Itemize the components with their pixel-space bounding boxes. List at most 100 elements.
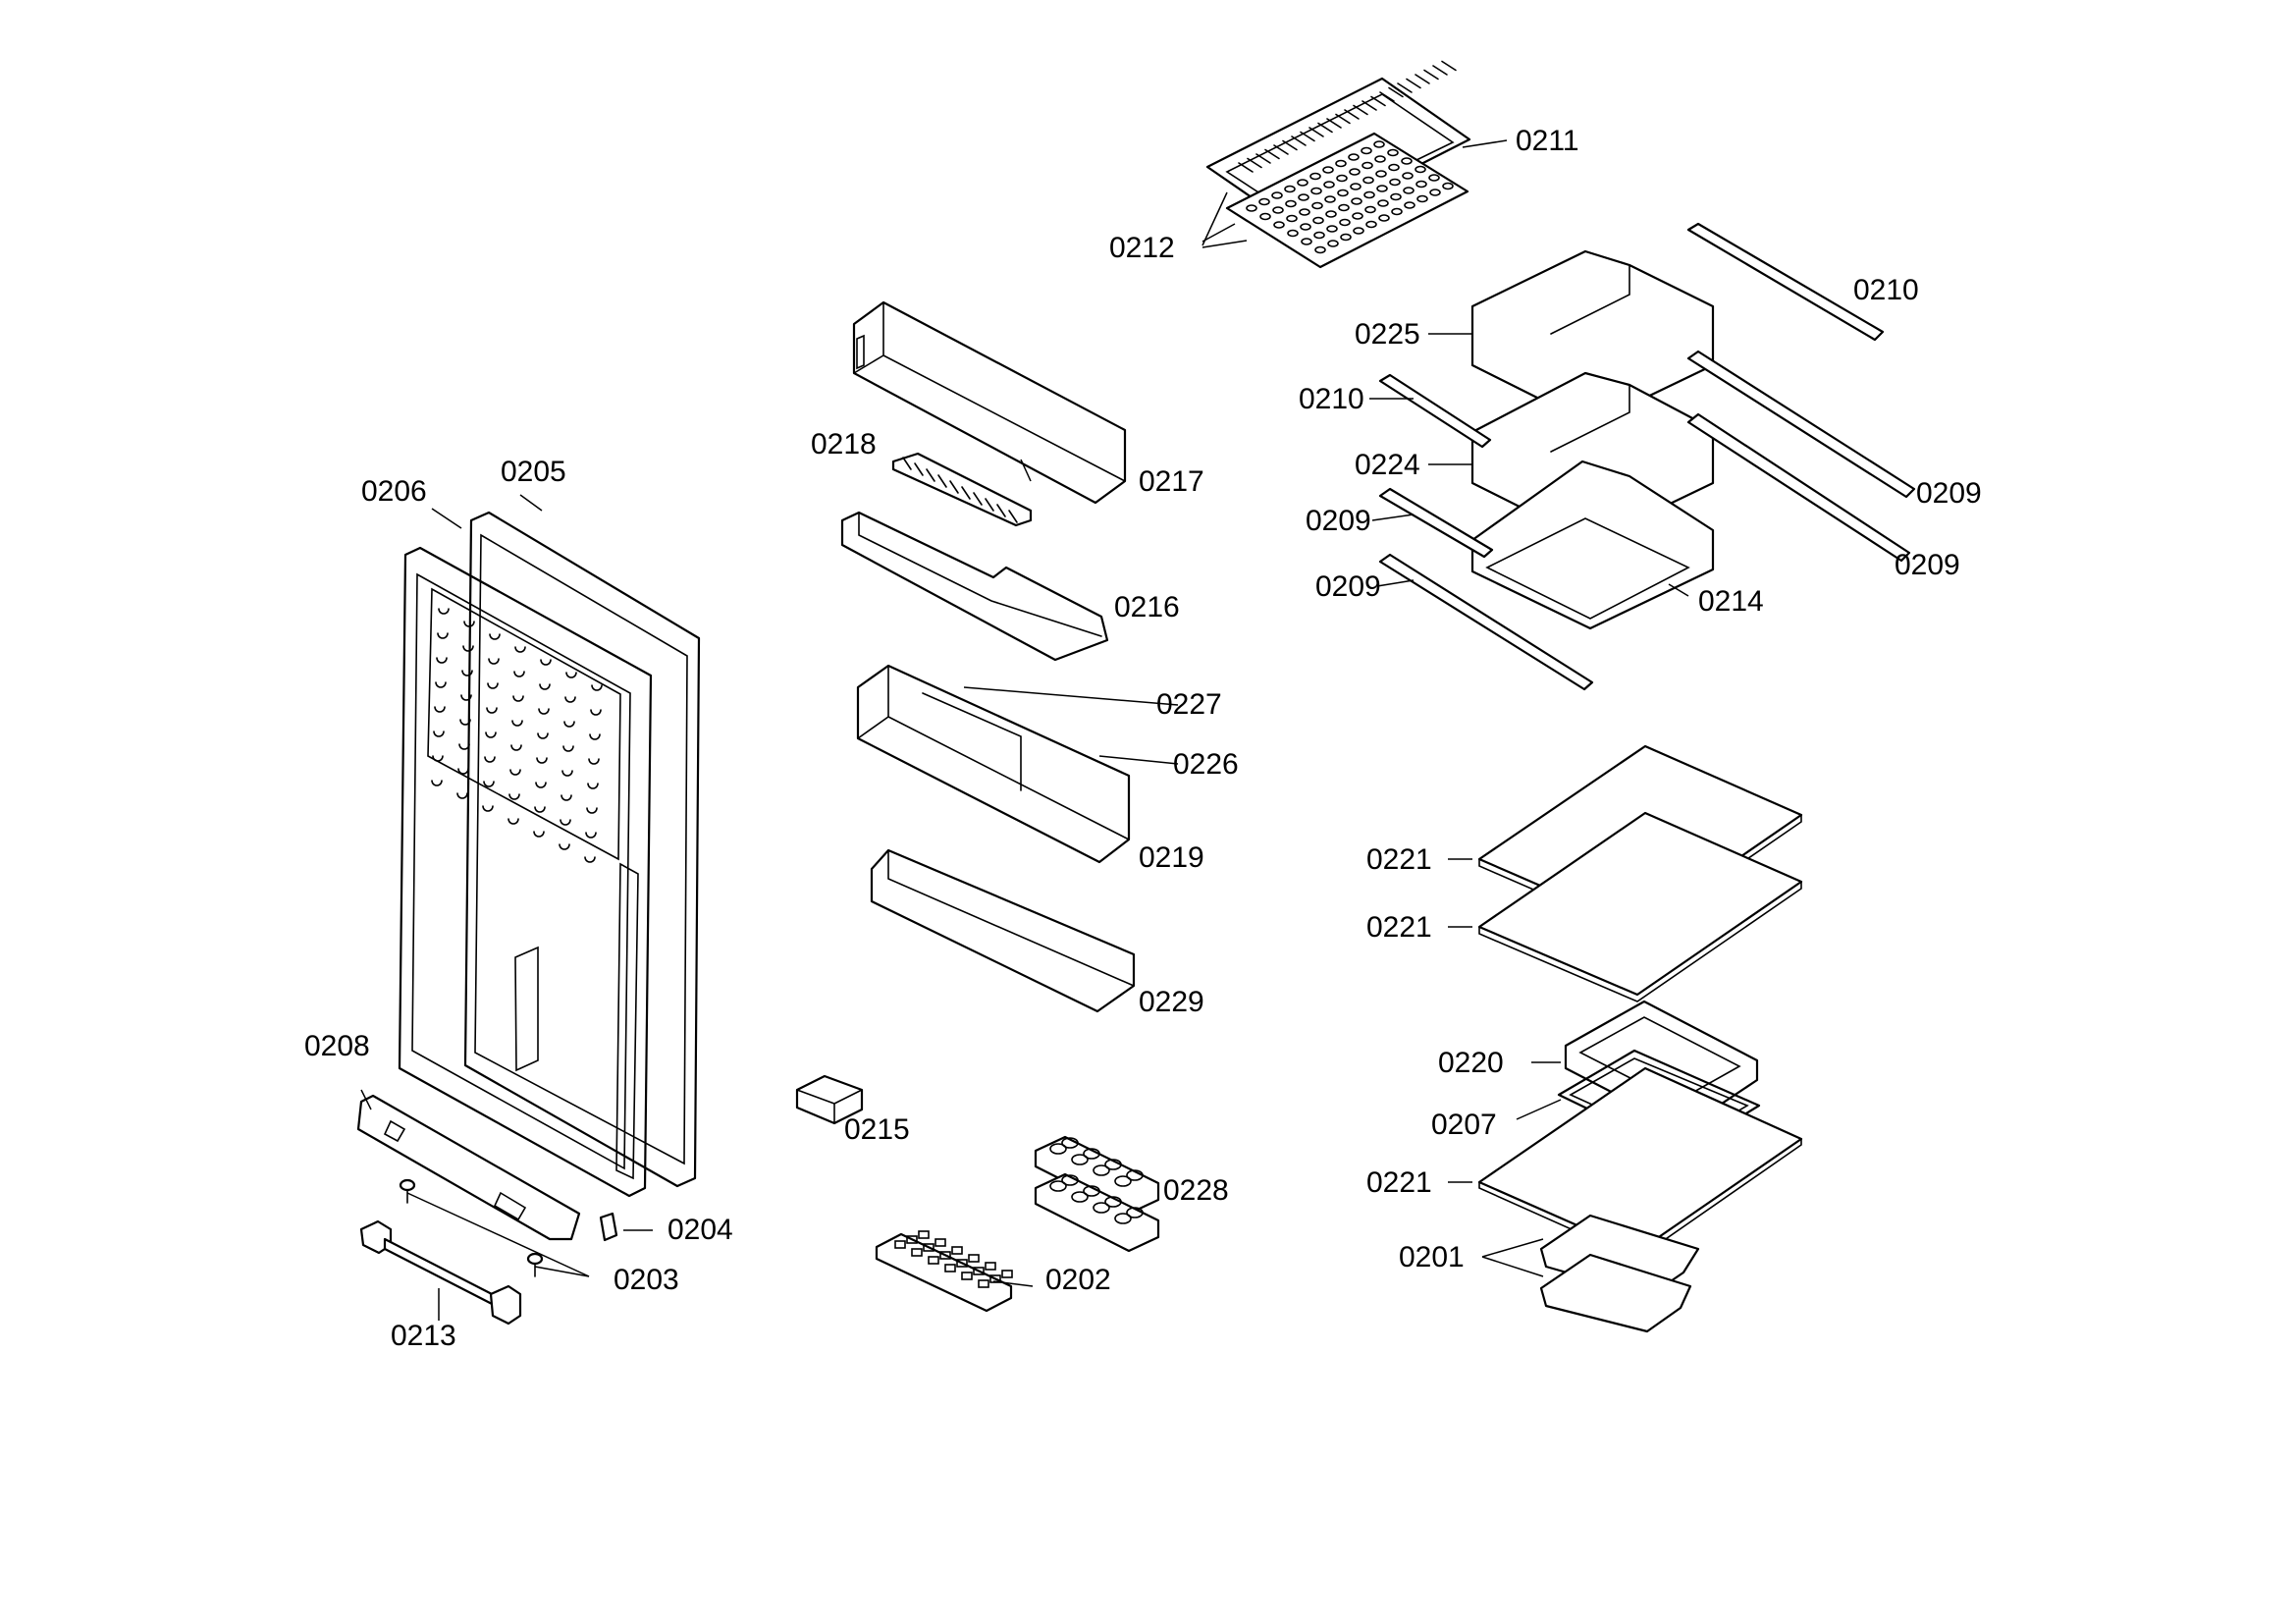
- label-0210-b: 0210: [1299, 383, 1364, 415]
- door-dimple: [588, 758, 600, 765]
- grid-cell: [1246, 204, 1257, 212]
- label-0227: 0227: [1156, 688, 1222, 721]
- door-gasket-0205: [463, 511, 701, 1188]
- label-0219: 0219: [1139, 841, 1204, 874]
- grid-cell: [1340, 233, 1352, 242]
- label-0206: 0206: [361, 475, 427, 508]
- ice-cell: [956, 1259, 968, 1268]
- door-dimple: [460, 694, 472, 701]
- ice-cell: [1001, 1270, 1013, 1278]
- handle-bar-0213: [359, 1219, 522, 1326]
- door-dimple: [561, 794, 572, 801]
- grille-slat: [926, 468, 935, 482]
- grid-cell: [1363, 190, 1375, 199]
- label-0212: 0212: [1109, 232, 1175, 264]
- vent-slot: [1308, 127, 1324, 137]
- door-dimple: [437, 632, 449, 639]
- label-0221-c: 0221: [1366, 1166, 1432, 1199]
- label-0205: 0205: [501, 456, 566, 488]
- grid-cell: [1415, 180, 1427, 189]
- vent-slot: [1255, 153, 1271, 164]
- door-dimple: [590, 709, 602, 716]
- grid-cell: [1312, 216, 1324, 225]
- door-dimple: [534, 806, 546, 813]
- grid-cell: [1428, 174, 1440, 182]
- label-0203: 0203: [614, 1264, 679, 1296]
- grid-cell: [1287, 229, 1299, 238]
- egg-hole: [1093, 1164, 1110, 1176]
- part-labels: 0211 0212 0210 0225 0210 0224 0209 0209 …: [304, 125, 1982, 1352]
- butter-dish-0215: [795, 1074, 864, 1125]
- grid-cell: [1375, 170, 1387, 178]
- grid-cell: [1390, 192, 1402, 201]
- grid-cell: [1378, 214, 1390, 222]
- vent-slot: [1415, 74, 1430, 84]
- label-0229: 0229: [1139, 986, 1204, 1018]
- ice-cell: [928, 1256, 939, 1265]
- vent-slot: [1397, 82, 1413, 93]
- grid-cell: [1362, 161, 1373, 170]
- label-0209-a: 0209: [1916, 477, 1982, 510]
- door-bin-0216: [840, 511, 1109, 662]
- label-0226: 0226: [1173, 748, 1239, 781]
- grille-slat: [961, 486, 971, 500]
- vent-slot: [1423, 69, 1439, 81]
- grid-cell: [1377, 199, 1389, 207]
- label-0215: 0215: [844, 1113, 910, 1146]
- grid-cell: [1273, 221, 1285, 229]
- door-dimple: [484, 756, 496, 763]
- grille-slat: [973, 492, 983, 506]
- vent-slot: [1406, 78, 1421, 89]
- egg-hole: [1071, 1154, 1089, 1165]
- filter-grille-0218: [891, 452, 1033, 527]
- door-dimple: [487, 682, 499, 689]
- door-dimple: [564, 696, 576, 703]
- grid-cell: [1339, 218, 1351, 227]
- label-0209-b: 0209: [1306, 505, 1371, 537]
- grid-cell: [1326, 225, 1338, 233]
- vent-slot: [1317, 122, 1333, 134]
- grid-cell: [1365, 220, 1377, 229]
- door-dimple: [536, 757, 548, 764]
- door-dimple: [436, 657, 448, 664]
- freezer-drawer-0214: [1470, 460, 1715, 630]
- label-0201: 0201: [1399, 1241, 1465, 1273]
- grid-cell: [1416, 194, 1428, 203]
- egg-hole: [1093, 1202, 1110, 1214]
- egg-hole: [1114, 1175, 1132, 1187]
- ice-cell: [951, 1246, 963, 1255]
- grid-cell: [1271, 191, 1283, 199]
- ice-cell: [894, 1240, 906, 1249]
- door-dimple: [540, 659, 552, 666]
- label-0209-c: 0209: [1895, 549, 1960, 581]
- ice-cell: [944, 1264, 956, 1272]
- vent-slot: [1300, 131, 1315, 142]
- vent-slot: [1273, 144, 1289, 155]
- egg-hole: [1104, 1159, 1122, 1170]
- grid-cell: [1348, 153, 1360, 161]
- door-dimple: [561, 770, 573, 777]
- vent-slot: [1282, 139, 1298, 151]
- door-dimple: [456, 792, 468, 799]
- grid-cell: [1310, 187, 1322, 195]
- door-dimple: [589, 733, 601, 740]
- grille-slat: [937, 474, 947, 488]
- grille-slat: [1008, 510, 1018, 523]
- label-0221-a: 0221: [1366, 843, 1432, 876]
- door-dimple: [432, 755, 444, 762]
- door-bin-0217: [852, 300, 1127, 505]
- grille-slat: [902, 457, 912, 470]
- grid-cell: [1404, 201, 1415, 209]
- door-dimple: [512, 695, 524, 702]
- door-stop-0204: [599, 1212, 618, 1242]
- vent-slot: [1291, 135, 1307, 146]
- door-panel-0206: [398, 546, 653, 1198]
- label-0209-d: 0209: [1315, 570, 1381, 603]
- grid-cell: [1286, 214, 1298, 223]
- ice-cell: [968, 1254, 980, 1263]
- rails: [1378, 222, 1916, 691]
- glass-shelf-0221-b: [1477, 811, 1803, 1002]
- grid-cell: [1327, 240, 1339, 247]
- grid-cell: [1322, 166, 1334, 174]
- grid-cell: [1311, 201, 1323, 210]
